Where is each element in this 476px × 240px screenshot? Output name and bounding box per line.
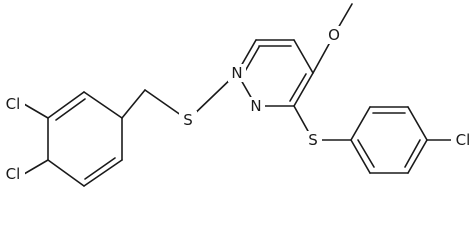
atom-label-n1: N	[231, 64, 242, 82]
bond	[23, 103, 49, 119]
atom-nitrogen-2: N	[247, 97, 265, 115]
atom-label-s1: S	[183, 111, 193, 129]
molecule-structure: O N N S S Cl Cl Cl	[1, 3, 475, 187]
bond	[357, 139, 375, 168]
atom-label-n2: N	[250, 97, 261, 115]
bond	[55, 98, 86, 121]
bond	[243, 46, 260, 74]
bond	[47, 91, 85, 119]
bond	[289, 73, 307, 102]
atom-sulfur-1: S	[179, 111, 197, 129]
bond	[293, 39, 314, 74]
atom-chlorine-3: Cl	[1, 165, 25, 183]
atom-label-cl3: Cl	[6, 165, 21, 183]
atom-labels: O N N S S Cl Cl Cl	[1, 26, 475, 183]
bond	[407, 139, 428, 174]
bond	[293, 72, 314, 107]
atom-oxygen: O	[324, 26, 344, 44]
atom-label-cl2: Cl	[6, 95, 21, 113]
atom-chlorine-1: Cl	[451, 131, 475, 149]
atom-label-cl1: Cl	[456, 131, 471, 149]
bonds	[23, 3, 453, 187]
bond	[350, 139, 371, 174]
bond	[350, 106, 371, 141]
bond	[23, 159, 49, 175]
atom-chlorine-2: Cl	[1, 95, 25, 113]
bond	[84, 157, 116, 180]
bond	[47, 159, 85, 187]
atom-nitrogen-1: N	[228, 64, 246, 82]
bond	[83, 91, 123, 119]
atom-sulfur-2: S	[304, 131, 322, 149]
atom-label-o: O	[328, 26, 340, 44]
bond	[121, 89, 146, 119]
atom-label-s2: S	[308, 131, 318, 149]
bond	[407, 106, 428, 141]
bond	[404, 139, 421, 168]
bond	[83, 159, 123, 187]
